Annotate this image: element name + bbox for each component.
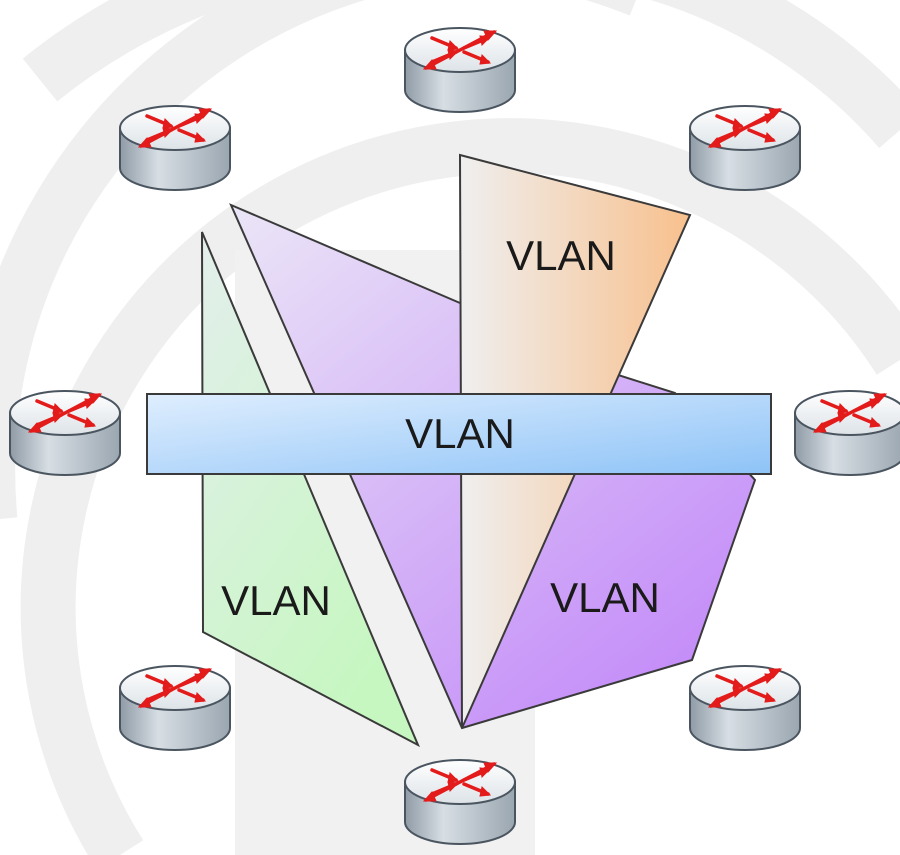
router-top-icon	[403, 26, 517, 114]
router-bottom-icon	[403, 758, 517, 846]
bar-vlan-label: VLAN	[405, 410, 515, 457]
purple-vlan-label: VLAN	[550, 574, 660, 621]
green-vlan-label: VLAN	[221, 577, 331, 624]
router-top-right-icon	[688, 104, 802, 192]
orange-vlan-label: VLAN	[506, 232, 616, 279]
router-bottom-right-icon	[688, 664, 802, 752]
horizontal-vlan-bar	[146, 393, 772, 475]
router-bottom-left-icon	[118, 664, 232, 752]
router-right-icon	[793, 389, 900, 477]
router-top-left-icon	[118, 104, 232, 192]
router-left-icon	[8, 389, 122, 477]
